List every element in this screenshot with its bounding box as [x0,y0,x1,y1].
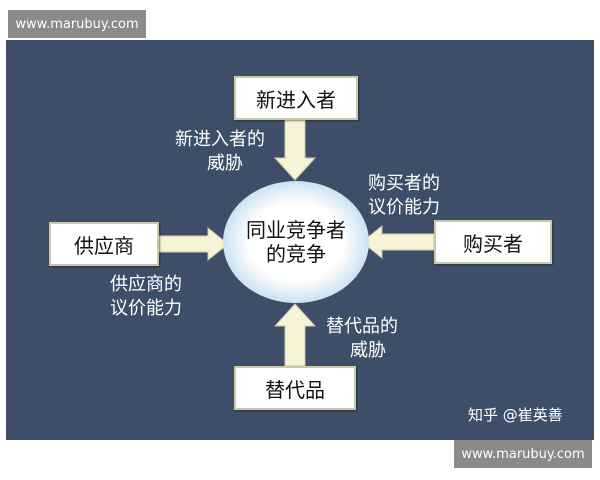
supplier-power-line2: 议价能力 [110,298,182,319]
watermark-top: www.marubuy.com [8,10,146,38]
buyer-power-label: 购买者的 议价能力 [368,172,440,220]
author-credit: 知乎 @崔英善 [468,406,563,424]
arrow-down-from-new-entrants [273,119,317,181]
center-label: 同业竞争者 的竞争 [230,218,362,266]
buyer-power-line1: 购买者的 [368,173,440,194]
arrow-left-from-buyers [361,224,435,260]
center-label-line1: 同业竞争者 [246,218,346,242]
arrow-right-from-suppliers [158,226,229,262]
substitute-threat-line2: 威胁 [350,340,386,361]
new-entrant-threat-line1: 新进入者的 [175,129,265,150]
center-ellipse [223,181,369,303]
buyers-box: 购买者 [434,220,552,264]
new-entrant-threat-line2: 威胁 [207,153,243,174]
substitute-threat-line1: 替代品的 [326,316,398,337]
suppliers-box: 供应商 [49,222,159,266]
supplier-power-label: 供应商的 议价能力 [110,273,182,321]
arrow-up-from-substitutes [273,303,317,367]
substitutes-box: 替代品 [234,366,356,410]
center-label-line2: 的竞争 [266,242,326,266]
substitute-threat-label: 替代品的 威胁 [326,315,398,363]
watermark-bottom: www.marubuy.com [454,440,592,468]
new-entrant-threat-label: 新进入者的 威胁 [175,128,265,176]
supplier-power-line1: 供应商的 [110,274,182,295]
new-entrants-box: 新进入者 [234,76,358,120]
buyer-power-line2: 议价能力 [368,197,440,218]
